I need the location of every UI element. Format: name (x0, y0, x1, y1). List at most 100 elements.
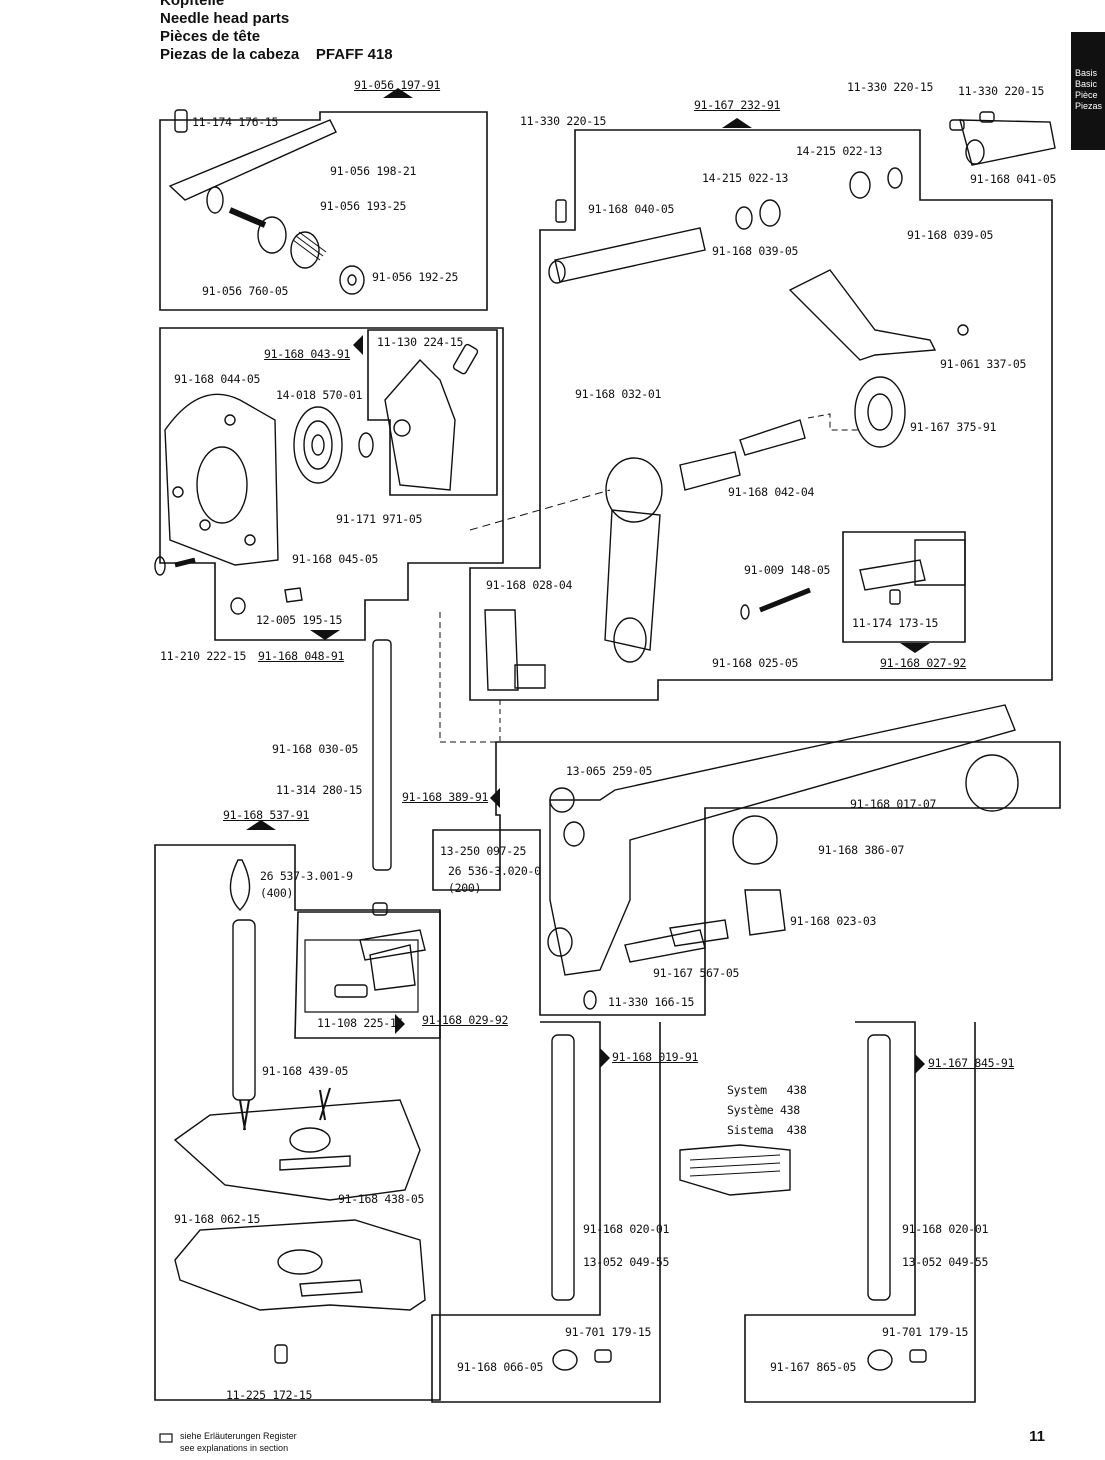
label-group-f: 91-168 019-91 (612, 1050, 699, 1064)
label-c13: 91-167 375-91 (910, 420, 997, 434)
tab-line-1: Basis (1075, 68, 1098, 78)
label-d1: 91-168 030-05 (272, 742, 359, 756)
group-b-outline (159, 327, 504, 641)
label-group-a: 91-056 197-91 (354, 78, 441, 92)
model-name: PFAFF 418 (315, 46, 393, 63)
label-d6: 13-250 097-25 (440, 844, 527, 858)
eccentric-flange-icon (164, 393, 279, 566)
label-d8: (200) (448, 881, 482, 895)
label-c10: 91-168 039-05 (907, 228, 994, 242)
label-f5: 91-168 066-05 (457, 1360, 544, 1374)
label-d2: 11-314 280-15 (276, 783, 363, 797)
shaft-icon (554, 227, 706, 283)
label-b4: 14-018 570-01 (276, 388, 363, 402)
group-c-inset-outline (842, 531, 966, 643)
label-b7: 12-005 195-15 (256, 613, 343, 627)
label-g5: 91-167 865-05 (770, 1360, 857, 1374)
label-b2: 11-130 224-15 (377, 335, 464, 349)
group-b-inset-outline (367, 329, 498, 496)
label-c15: 91-009 148-05 (744, 563, 831, 577)
thread-tube-icon (232, 919, 256, 1101)
label-d5: 91-168 017-07 (850, 797, 937, 811)
bracket-arm-icon (788, 269, 937, 361)
label-g4: 91-701 179-15 (882, 1325, 969, 1339)
tab-line-4: Piezas (1075, 101, 1103, 111)
label-a5: 91-056 760-05 (202, 284, 289, 298)
label-f2: 91-168 020-01 (583, 1222, 670, 1236)
label-b6: 91-168 045-05 (292, 552, 379, 566)
label-e6: 91-168 439-05 (262, 1064, 349, 1078)
label-a3: 91-056 198-21 (330, 164, 417, 178)
header-title-es: Piezas de la cabeza PFAFF 418 (160, 46, 393, 63)
label-b8: 11-210 222-15 (160, 649, 247, 663)
label-f3: 13-052 049-55 (583, 1255, 670, 1269)
label-group-b: 91-168 043-91 (264, 347, 351, 361)
needle-bar-icon (372, 639, 392, 871)
label-c2: 11-330 220-15 (520, 114, 607, 128)
group-e-inset-outline (294, 911, 441, 1039)
system-line-1: System 438 (727, 1083, 807, 1097)
label-e8: 91-168 062-15 (174, 1212, 261, 1226)
connecting-rod-icon (605, 457, 663, 523)
label-b5: 91-171 971-05 (336, 512, 423, 526)
needle-bar-f-icon (551, 1034, 575, 1301)
label-group-d: 91-168 389-91 (402, 790, 489, 804)
header-title-en: Needle head parts (160, 10, 290, 27)
set-screw-icon (555, 199, 567, 223)
label-e2: 26 537-3.001-9 (260, 869, 353, 883)
label-c14: 91-168 042-04 (728, 485, 815, 499)
label-c5: 14-215 022-13 (796, 144, 883, 158)
label-c16: 91-168 028-04 (486, 578, 573, 592)
label-d9: 91-168 386-07 (818, 843, 905, 857)
loop-icon (229, 859, 251, 911)
label-a6: 91-056 192-25 (372, 270, 459, 284)
label-a4: 91-056 193-25 (320, 199, 407, 213)
crank-icon (384, 358, 456, 491)
section-tab: Basis Basic Pièce Piezas (1071, 32, 1105, 150)
label-group-c: 91-167 232-91 (694, 98, 781, 112)
group-f-line (431, 1021, 661, 1403)
label-e9: 11-225 172-15 (226, 1388, 313, 1402)
footer-note-de: siehe Erläuterungen Register (180, 1431, 297, 1441)
group-a-outline (159, 111, 488, 311)
header-title-de: Kopfteile (160, 0, 225, 9)
label-d12: 11-330 166-15 (608, 995, 695, 1009)
label-group-c-bottom: 91-168 027-92 (880, 656, 967, 670)
group-c-outline (469, 129, 1053, 701)
label-b3: 91-168 044-05 (174, 372, 261, 386)
label-c4: 11-330 220-15 (958, 84, 1045, 98)
label-group-b-bottom: 91-168 048-91 (258, 649, 345, 663)
label-c18: 91-168 025-05 (712, 656, 799, 670)
footer-note-en: see explanations in section (180, 1443, 289, 1453)
label-c7: 91-168 041-05 (970, 172, 1057, 186)
label-c11: 91-061 337-05 (940, 357, 1027, 371)
label-group-g: 91-167 845-91 (928, 1056, 1015, 1070)
header-title-fr: Pièces de tête (160, 28, 261, 45)
label-c17: 11-174 173-15 (852, 616, 939, 630)
label-g2: 91-168 020-01 (902, 1222, 989, 1236)
label-f4: 91-701 179-15 (565, 1325, 652, 1339)
screw-e-icon (274, 1344, 288, 1364)
label-c6: 14-215 022-13 (702, 171, 789, 185)
label-d10: 91-168 023-03 (790, 914, 877, 928)
ball-bearing-icon (293, 406, 343, 484)
group-e-outline (154, 844, 441, 1401)
system-line-2: Système 438 (727, 1103, 800, 1117)
label-e7: 91-168 438-05 (338, 1192, 425, 1206)
screw-a-icon (174, 109, 188, 133)
group-f-outline (432, 1022, 660, 1400)
label-d4: 13-065 259-05 (566, 764, 653, 778)
lever-arm-icon (168, 119, 337, 201)
needle-bar-clamp-icon (484, 609, 519, 691)
label-c12: 91-168 032-01 (575, 387, 662, 401)
label-c3: 11-330 220-15 (847, 80, 934, 94)
group-d-outline (432, 741, 1061, 1016)
label-a2: 11-174 176-15 (192, 115, 279, 129)
label-c9: 91-168 039-05 (712, 244, 799, 258)
label-c8: 91-168 040-05 (588, 202, 675, 216)
tab-line-3: Pièce (1075, 90, 1098, 100)
group-g-line (744, 1021, 976, 1403)
group-e-inner-outline (304, 939, 419, 1013)
needle-set-icon (679, 1144, 791, 1196)
